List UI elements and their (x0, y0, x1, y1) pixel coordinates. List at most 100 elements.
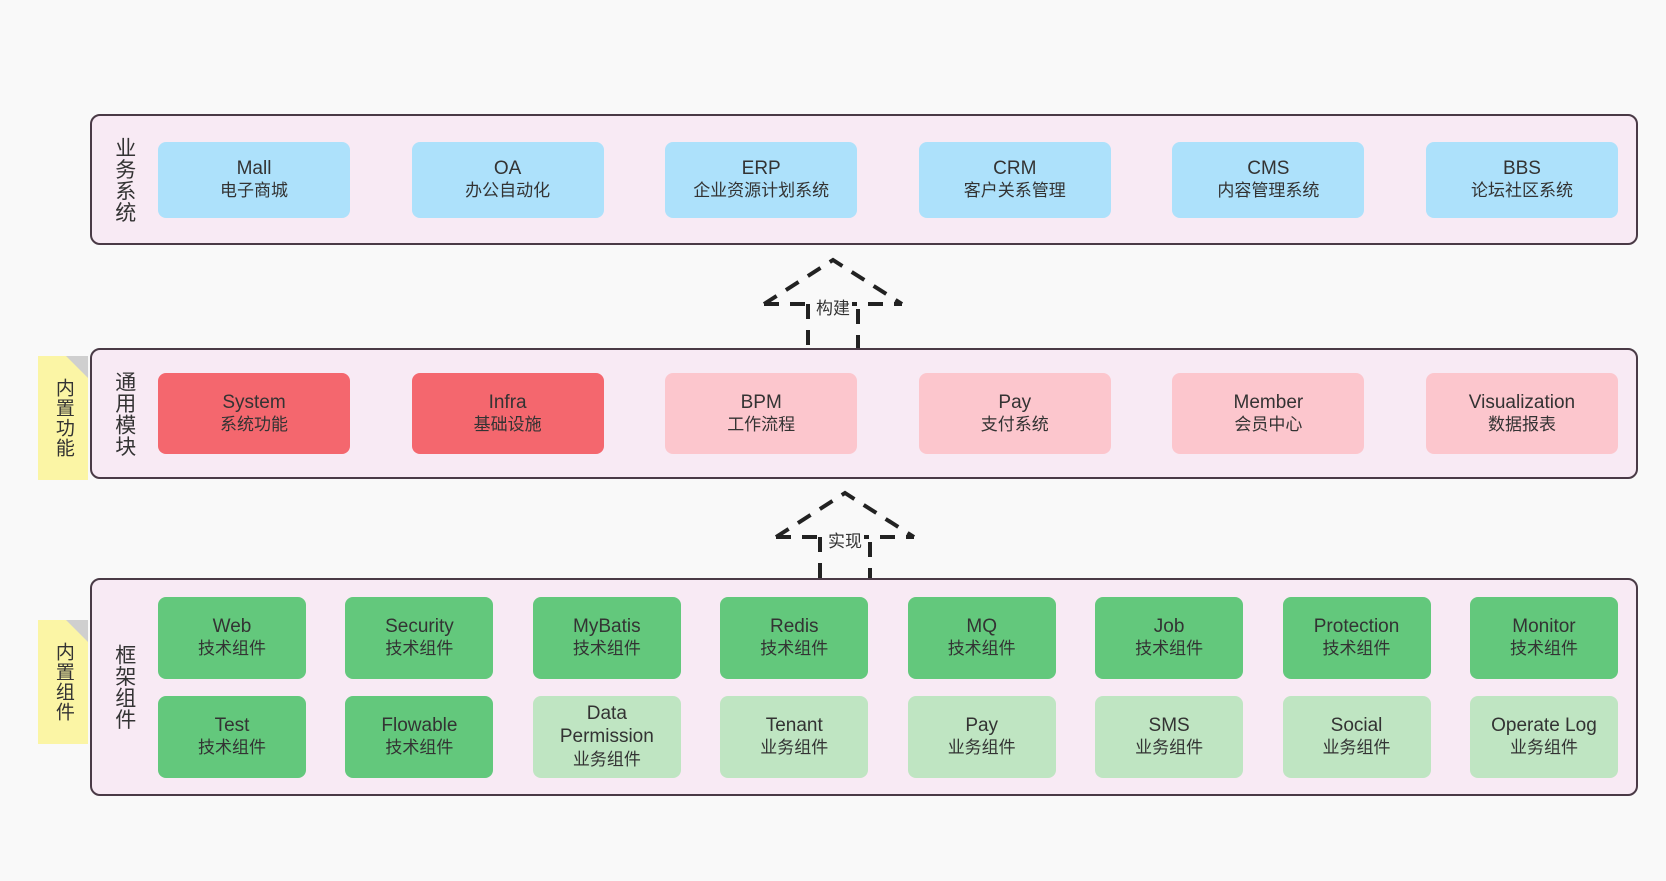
card-title: OA (493, 157, 522, 179)
note-label: 内置功能 (52, 378, 74, 458)
card-mall[interactable]: Mall 电子商城 (158, 141, 350, 218)
card-subtitle: 客户关系管理 (963, 181, 1066, 201)
card-title: Redis (769, 615, 819, 637)
card-subtitle: 技术组件 (198, 639, 266, 659)
card-title: Job (1153, 615, 1185, 637)
card-subtitle: 业务组件 (572, 750, 641, 769)
layer-title-business-system: 业务系统 (112, 136, 136, 223)
note-label: 内置组件 (52, 642, 74, 722)
note-fold-icon (66, 620, 88, 642)
card-subtitle: 业务组件 (1322, 738, 1391, 758)
card-title: MyBatis (573, 615, 641, 637)
card-subtitle: 内容管理系统 (1217, 181, 1320, 201)
card-subtitle: 技术组件 (1135, 639, 1204, 659)
card-subtitle: 论坛社区系统 (1470, 181, 1573, 201)
card-title: CRM (993, 157, 1037, 179)
card-title: MQ (966, 615, 997, 637)
connector-build-label: 构建 (814, 294, 852, 319)
layer-body-framework-component: Web 技术组件 Security 技术组件 MyBatis 技术组件 Redi… (144, 580, 1636, 794)
card-pay-component[interactable]: Pay 业务组件 (907, 695, 1056, 778)
card-monitor[interactable]: Monitor 技术组件 (1469, 596, 1618, 679)
connector-implement: 实现 (772, 489, 918, 589)
card-web[interactable]: Web 技术组件 (158, 596, 306, 679)
card-member[interactable]: Member 会员中心 (1172, 373, 1365, 454)
card-flowable[interactable]: Flowable 技术组件 (345, 695, 494, 778)
card-bbs[interactable]: BBS 论坛社区系统 (1425, 141, 1618, 218)
card-subtitle: 办公自动化 (465, 181, 551, 201)
card-title: Web (212, 615, 252, 637)
card-title: Infra (488, 391, 527, 413)
card-title: Pay (998, 391, 1032, 413)
card-subtitle: 技术组件 (572, 639, 641, 659)
card-title: SMS (1148, 714, 1190, 736)
card-redis[interactable]: Redis 技术组件 (720, 596, 869, 679)
note-fold-icon (66, 356, 88, 378)
layer-title-common-module: 通用模块 (112, 370, 136, 457)
card-title: Tenant (765, 714, 823, 736)
note-builtin-function: 内置功能 (38, 356, 88, 480)
card-tenant[interactable]: Tenant 业务组件 (720, 695, 869, 778)
card-title: Monitor (1512, 615, 1576, 637)
card-protection[interactable]: Protection 技术组件 (1282, 596, 1431, 679)
card-bpm[interactable]: BPM 工作流程 (665, 373, 858, 454)
card-erp[interactable]: ERP 企业资源计划系统 (665, 141, 858, 218)
card-subtitle: 业务组件 (760, 738, 829, 758)
card-title: Member (1233, 391, 1304, 413)
framework-row-tech: Web 技术组件 Security 技术组件 MyBatis 技术组件 Redi… (158, 596, 1618, 679)
layer-title-framework-component: 框架组件 (112, 644, 136, 730)
card-subtitle: 企业资源计划系统 (693, 181, 830, 201)
card-title: Social (1330, 714, 1383, 736)
layer-common-module: 通用模块 System 系统功能 Infra 基础设施 BPM 工作流程 Pay… (90, 348, 1638, 479)
card-subtitle: 支付系统 (980, 415, 1049, 435)
card-title: Data Permission (559, 702, 654, 748)
note-builtin-component: 内置组件 (38, 620, 88, 744)
card-system[interactable]: System 系统功能 (158, 373, 350, 454)
implement-arrow-icon (774, 490, 916, 589)
build-arrow-icon (762, 257, 904, 356)
card-subtitle: 系统功能 (220, 415, 288, 435)
card-infra[interactable]: Infra 基础设施 (411, 373, 604, 454)
card-subtitle: 业务组件 (1135, 738, 1204, 758)
card-subtitle: 技术组件 (385, 738, 454, 758)
card-subtitle: 技术组件 (947, 639, 1016, 659)
card-subtitle: 技术组件 (1322, 639, 1391, 659)
card-title: Visualization (1468, 391, 1576, 413)
card-test[interactable]: Test 技术组件 (158, 695, 306, 778)
card-visualization[interactable]: Visualization 数据报表 (1425, 373, 1618, 454)
card-pay-module[interactable]: Pay 支付系统 (918, 373, 1111, 454)
card-title: Security (385, 615, 454, 637)
card-title: Mall (236, 157, 272, 179)
card-mybatis[interactable]: MyBatis 技术组件 (532, 596, 681, 679)
card-data-permission[interactable]: Data Permission 业务组件 (532, 695, 681, 778)
layer-framework-component: 框架组件 Web 技术组件 Security 技术组件 MyBatis 技术组件… (90, 578, 1638, 796)
card-subtitle: 电子商城 (220, 181, 288, 201)
framework-row-business: Test 技术组件 Flowable 技术组件 Data Permission … (158, 695, 1618, 778)
card-subtitle: 工作流程 (727, 415, 796, 435)
card-subtitle: 数据报表 (1487, 415, 1556, 435)
card-title: Protection (1313, 615, 1400, 637)
card-social[interactable]: Social 业务组件 (1282, 695, 1431, 778)
card-title: Test (214, 714, 250, 736)
card-subtitle: 业务组件 (1509, 738, 1578, 758)
card-security[interactable]: Security 技术组件 (345, 596, 494, 679)
card-subtitle: 技术组件 (760, 639, 829, 659)
layer-body-common-module: System 系统功能 Infra 基础设施 BPM 工作流程 Pay 支付系统… (144, 350, 1636, 477)
card-title: BBS (1502, 157, 1541, 179)
card-title: ERP (741, 157, 781, 179)
card-title: BPM (740, 391, 782, 413)
card-sms[interactable]: SMS 业务组件 (1095, 695, 1244, 778)
connector-implement-label: 实现 (826, 527, 864, 552)
card-cms[interactable]: CMS 内容管理系统 (1172, 141, 1365, 218)
card-operate-log[interactable]: Operate Log 业务组件 (1469, 695, 1618, 778)
card-job[interactable]: Job 技术组件 (1095, 596, 1244, 679)
connector-build: 构建 (760, 256, 906, 356)
layer-business-system: 业务系统 Mall 电子商城 OA 办公自动化 ERP 企业资源计划系统 CRM… (90, 114, 1638, 245)
card-oa[interactable]: OA 办公自动化 (411, 141, 604, 218)
card-subtitle: 技术组件 (385, 639, 454, 659)
card-mq[interactable]: MQ 技术组件 (907, 596, 1056, 679)
card-title: Operate Log (1491, 714, 1597, 736)
card-crm[interactable]: CRM 客户关系管理 (918, 141, 1111, 218)
card-title: System (222, 391, 286, 413)
card-title: Pay (965, 714, 999, 736)
